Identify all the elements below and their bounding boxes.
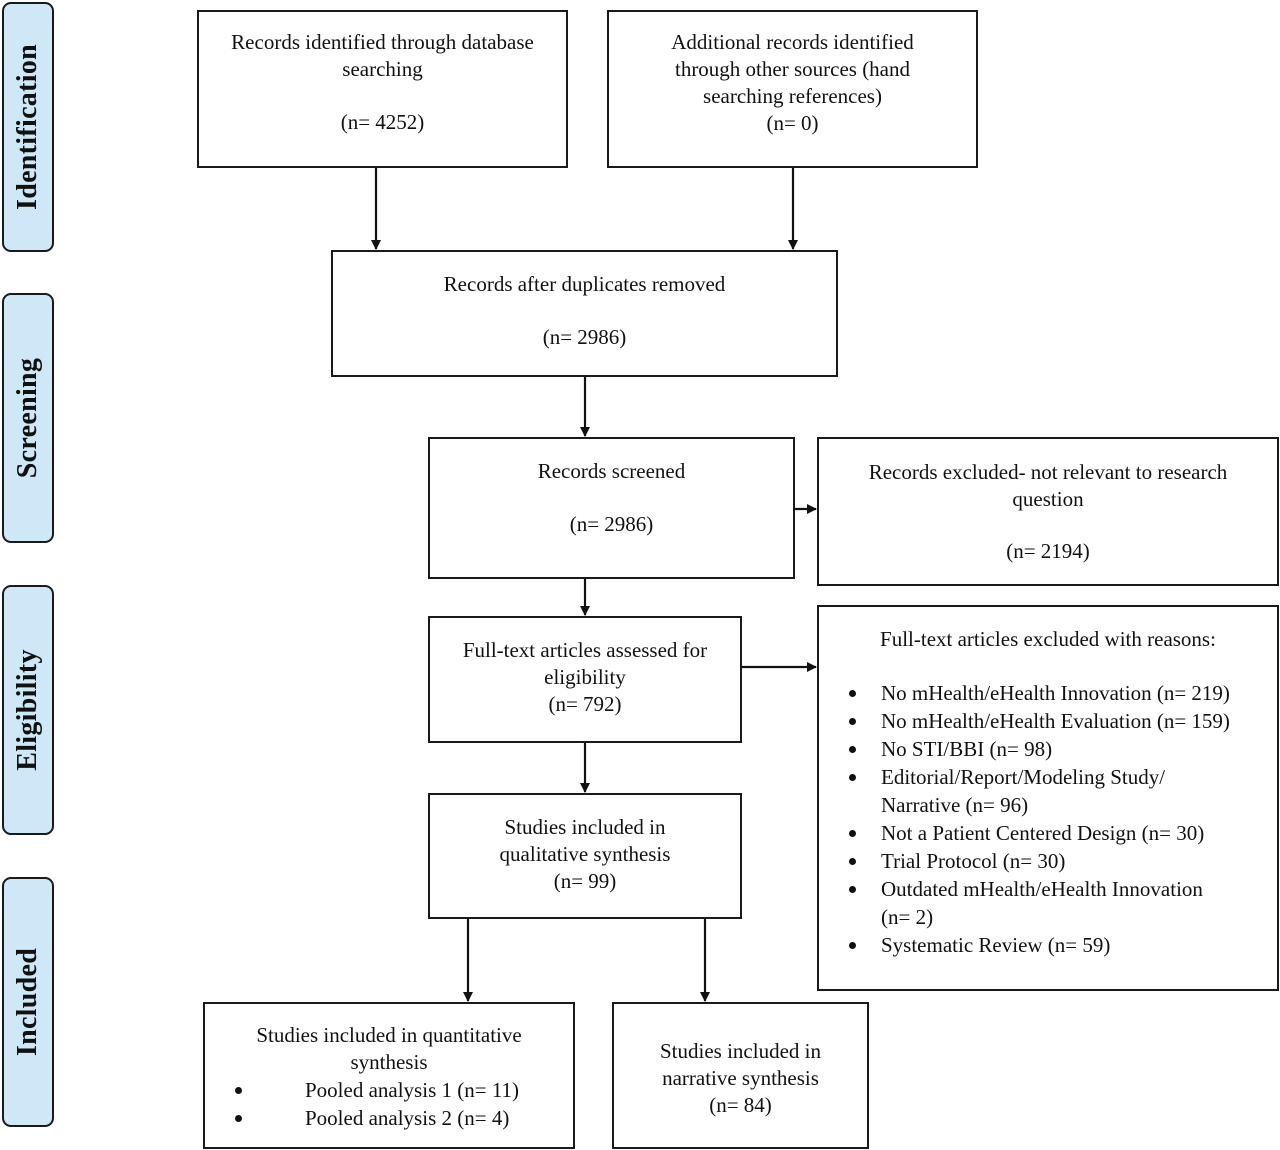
records-excluded-count: (n= 2194) bbox=[1006, 539, 1090, 563]
exclusion-reason: Trial Protocol (n= 30) bbox=[829, 847, 1267, 875]
records-screened-title: Records screened bbox=[537, 459, 686, 483]
records-screened-count: (n= 2986) bbox=[569, 512, 654, 536]
pooled-analyses-list: Pooled analysis 1 (n= 11) Pooled analysi… bbox=[215, 1076, 563, 1132]
qualitative-synthesis-count: (n= 99) bbox=[553, 869, 617, 893]
other-sources-count: (n= 0) bbox=[766, 111, 819, 135]
exclusion-reason: Editorial/Report/Modeling Study/ Narrati… bbox=[829, 763, 1267, 819]
qualitative-synthesis-title: Studies included in qualitative synthesi… bbox=[499, 815, 671, 866]
exclusion-reason: Systematic Review (n= 59) bbox=[829, 931, 1267, 959]
fulltext-assessed-count: (n= 792) bbox=[548, 692, 622, 716]
exclusion-reason: No mHealth/eHealth Innovation (n= 219) bbox=[829, 679, 1267, 707]
box-records-screened: Records screened (n= 2986) bbox=[428, 437, 795, 579]
box-fulltext-assessed: Full-text articles assessed for eligibil… bbox=[428, 616, 742, 743]
exclusion-reasons-list: No mHealth/eHealth Innovation (n= 219) N… bbox=[829, 679, 1267, 959]
stage-screening: Screening bbox=[2, 293, 54, 543]
stage-identification: Identification bbox=[2, 2, 54, 252]
duplicates-removed-title: Records after duplicates removed bbox=[443, 272, 726, 296]
box-records-excluded: Records excluded- not relevant to resear… bbox=[817, 437, 1279, 586]
fulltext-assessed-title: Full-text articles assessed for eligibil… bbox=[462, 638, 708, 689]
box-quantitative-synthesis: Studies included in quantitative synthes… bbox=[203, 1002, 575, 1149]
box-duplicates-removed: Records after duplicates removed (n= 298… bbox=[331, 250, 838, 377]
duplicates-removed-count: (n= 2986) bbox=[542, 325, 627, 349]
exclusion-reason: No mHealth/eHealth Evaluation (n= 159) bbox=[829, 707, 1267, 735]
narrative-synthesis-title: Studies included in narrative synthesis bbox=[660, 1039, 821, 1090]
database-records-count: (n= 4252) bbox=[340, 110, 425, 134]
quantitative-synthesis-title: Studies included in quantitative synthes… bbox=[256, 1023, 522, 1074]
other-sources-title: Additional records identified through ot… bbox=[671, 30, 914, 108]
exclusion-reason: Outdated mHealth/eHealth Innovation (n= … bbox=[829, 875, 1267, 931]
exclusion-reason: No STI/BBI (n= 98) bbox=[829, 735, 1267, 763]
fulltext-excluded-title: Full-text articles excluded with reasons… bbox=[880, 627, 1216, 651]
stage-eligibility: Eligibility bbox=[2, 585, 54, 835]
pooled-analysis: Pooled analysis 1 (n= 11) bbox=[215, 1076, 563, 1104]
records-excluded-title: Records excluded- not relevant to resear… bbox=[868, 460, 1228, 511]
pooled-analysis: Pooled analysis 2 (n= 4) bbox=[215, 1104, 563, 1132]
stage-included: Included bbox=[2, 877, 54, 1127]
exclusion-reason: Not a Patient Centered Design (n= 30) bbox=[829, 819, 1267, 847]
box-database-records: Records identified through database sear… bbox=[197, 10, 568, 168]
database-records-title: Records identified through database sear… bbox=[231, 30, 534, 81]
narrative-synthesis-count: (n= 84) bbox=[709, 1093, 772, 1117]
box-other-sources: Additional records identified through ot… bbox=[607, 10, 978, 168]
box-narrative-synthesis: Studies included in narrative synthesis … bbox=[612, 1002, 869, 1149]
box-qualitative-synthesis: Studies included in qualitative synthesi… bbox=[428, 793, 742, 919]
box-fulltext-excluded: Full-text articles excluded with reasons… bbox=[817, 605, 1279, 991]
